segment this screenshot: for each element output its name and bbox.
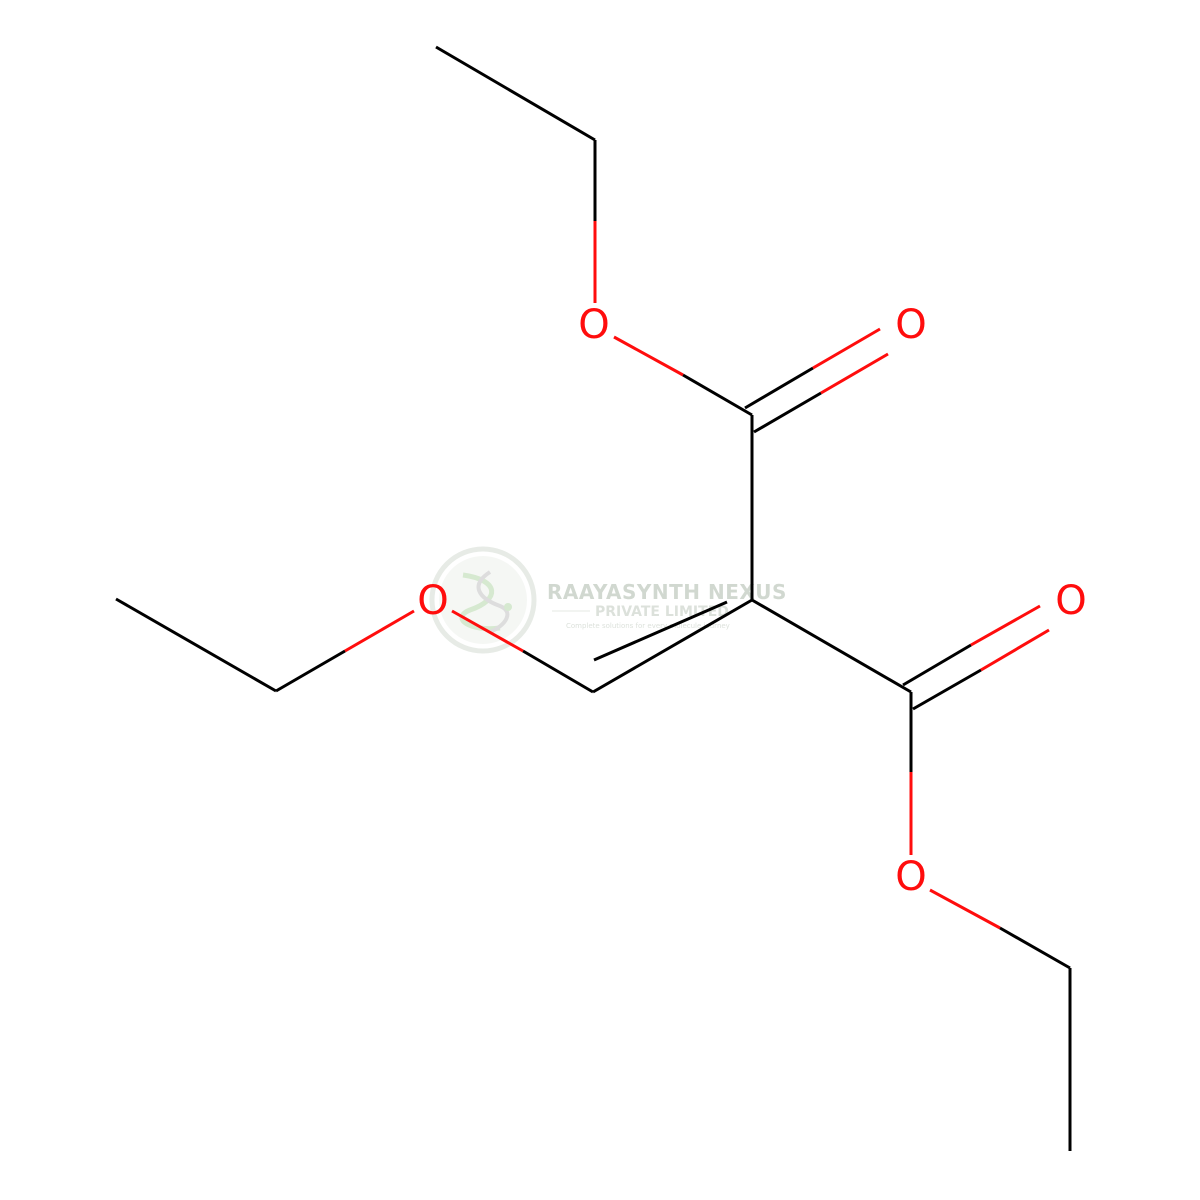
- watermark-title: RAAYASYNTH NEXUS: [547, 580, 787, 604]
- bond-c-o-ether: [522, 649, 594, 694]
- bond-o-c-top-ester: [682, 373, 753, 417]
- bond-c-o-double-top-a-red: [812, 327, 881, 370]
- bond-c-c-lower-ester: [751, 598, 912, 694]
- bond-o-c-left-ethyl: [275, 649, 346, 693]
- bond-c-o-double-top-b-red: [820, 352, 889, 395]
- bond-c-c-double-b: [593, 600, 728, 662]
- bond-o-c-top-ester-red: [613, 335, 684, 377]
- watermark-logo-ring: [429, 546, 537, 654]
- bond-c-o-ether-red: [451, 609, 524, 653]
- bond-c-o-double-low-a: [902, 643, 972, 687]
- atom-oxygen-lower-ester: O: [895, 854, 926, 900]
- watermark-logo-helix-icon: [459, 572, 501, 632]
- watermark-logo-helix-icon-2: [476, 570, 510, 634]
- atom-oxygen-ether: O: [417, 578, 448, 624]
- bond-c-o-double-top-b: [753, 391, 822, 434]
- bond-o-c-lower-ethyl: [999, 926, 1071, 970]
- bond-c-c-left-ethyl: [115, 597, 277, 693]
- bond-c-o-double-top-a: [744, 366, 814, 410]
- watermark-subtitle: PRIVATE LIMITED: [595, 604, 729, 620]
- watermark: RAAYASYNTH NEXUS PRIVATE LIMITED Complet…: [429, 546, 787, 654]
- bond-c-c-double-a: [592, 598, 753, 694]
- bond-c-o-double-low-a-red: [970, 604, 1041, 647]
- atom-oxygen-top-ester: O: [578, 302, 609, 348]
- bond-c-o-double-low-b-red: [980, 628, 1050, 672]
- bond-o-c-left-ethyl-red: [344, 609, 415, 653]
- bonds: [115, 45, 1072, 1151]
- bond-c-o-double-low-b: [912, 668, 982, 711]
- atoms: O O O O O: [417, 302, 1086, 900]
- watermark-tagline: Complete solutions for every molecule jo…: [566, 622, 730, 630]
- atom-oxygen-top-carbonyl: O: [895, 302, 926, 348]
- bond-o-c-lower-ethyl-red: [929, 888, 1001, 930]
- watermark-logo-dot: [504, 603, 512, 611]
- bond-c-c-top-ethyl: [435, 45, 596, 142]
- atom-oxygen-lower-carbonyl: O: [1055, 578, 1086, 624]
